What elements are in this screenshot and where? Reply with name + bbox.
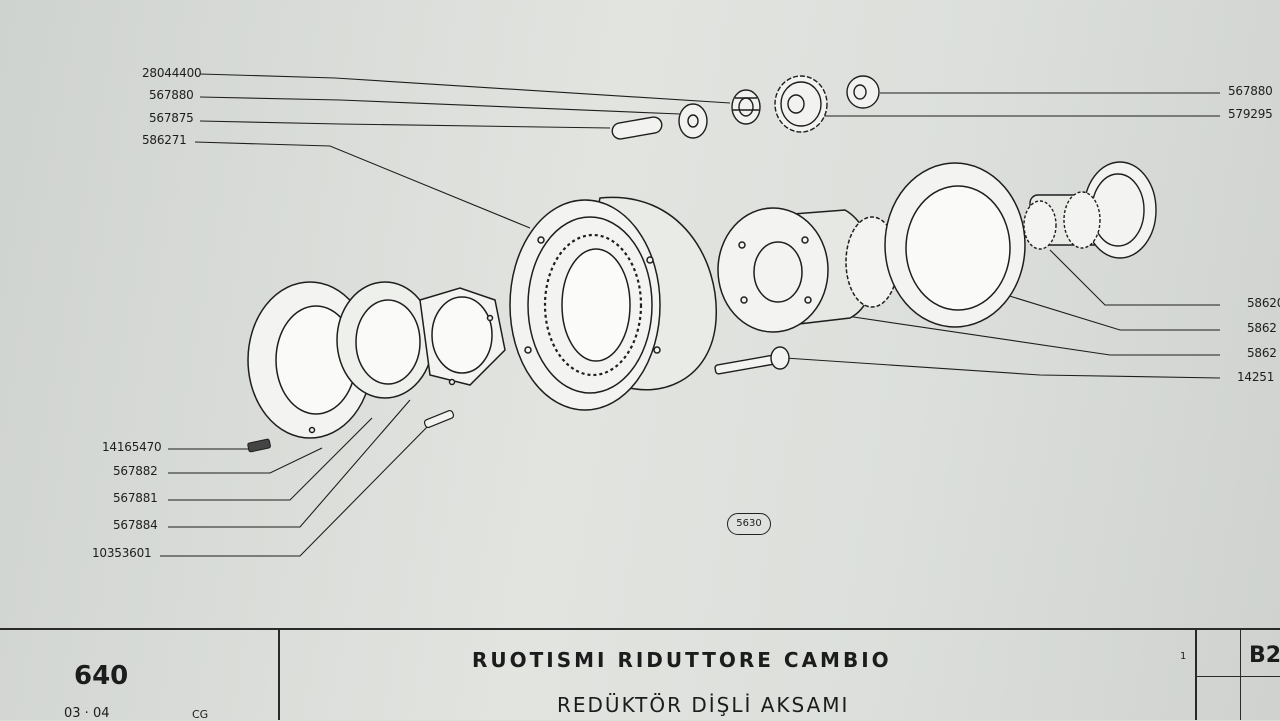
part-label-28044400: 28044400 xyxy=(142,66,202,80)
part-label-567881: 567881 xyxy=(113,491,158,505)
page-mark: 1 xyxy=(1180,651,1187,662)
screw-10353601 xyxy=(423,409,455,429)
leader-10353601 xyxy=(160,421,433,557)
pin-567875 xyxy=(611,116,663,140)
part-label-14251: 14251 xyxy=(1237,370,1275,384)
title-block-code-divider xyxy=(1240,628,1241,720)
leader-586271 xyxy=(194,141,531,229)
part-label-5862-b: 5862 xyxy=(1247,346,1277,360)
title-block-divider-left xyxy=(278,628,280,720)
part-label-586271: 586271 xyxy=(142,133,187,147)
part-label-5862-a: 5862 xyxy=(1247,321,1277,335)
gear-579295 xyxy=(774,75,828,133)
gear-shaft xyxy=(1023,161,1157,259)
leader-567881 xyxy=(168,417,373,501)
exploded-view-drawing xyxy=(160,73,1221,557)
part-label-58620: 58620 xyxy=(1247,296,1280,310)
leader-567875 xyxy=(199,120,611,129)
needle-bearing-28044400 xyxy=(731,89,761,125)
title-turkish: REDÜKTÖR DİŞLİ AKSAMI xyxy=(557,693,850,717)
spring-ring-567881 xyxy=(336,281,434,399)
title-block-top-rule xyxy=(0,628,1280,630)
part-label-567880-right: 567880 xyxy=(1228,84,1273,98)
group-code: B2 xyxy=(1249,643,1280,668)
planet-carrier xyxy=(717,207,899,333)
part-label-567875: 567875 xyxy=(149,111,194,125)
part-label-10353601: 10353601 xyxy=(92,546,152,560)
title-block-cell-rule xyxy=(1195,676,1280,677)
issue-date: 03 · 04 xyxy=(64,706,110,721)
flange-plate-567884 xyxy=(419,287,506,386)
leader-58620 xyxy=(1049,249,1220,306)
leader-28044400 xyxy=(199,73,731,104)
title-block-divider-right xyxy=(1195,628,1197,720)
part-label-14165470: 14165470 xyxy=(102,440,162,454)
bolt-14251 xyxy=(714,346,790,375)
part-label-579295: 579295 xyxy=(1228,107,1273,121)
leader-567880-l xyxy=(199,96,681,115)
pin-14165470 xyxy=(247,438,271,453)
title-italian: RUOTISMI RIDUTTORE CAMBIO xyxy=(472,648,892,672)
part-label-567884: 567884 xyxy=(113,518,158,532)
drafter-initials: CG xyxy=(192,708,209,721)
washer-567880-right xyxy=(846,75,880,109)
leader-14251 xyxy=(784,357,1221,379)
part-label-567882: 567882 xyxy=(113,464,158,478)
drawing-reference-badge: 5630 xyxy=(727,513,771,535)
washer-567880-left xyxy=(678,103,708,139)
thrust-disk xyxy=(884,162,1026,328)
ring-gear-drum-586271 xyxy=(509,196,717,411)
leader-5862b xyxy=(839,314,1220,356)
part-label-567880: 567880 xyxy=(149,88,194,102)
leader-567882 xyxy=(168,447,323,474)
leader-567884 xyxy=(168,399,411,528)
model-number: 640 xyxy=(74,661,129,691)
title-block xyxy=(0,628,1280,720)
leader-5862a xyxy=(989,289,1220,331)
